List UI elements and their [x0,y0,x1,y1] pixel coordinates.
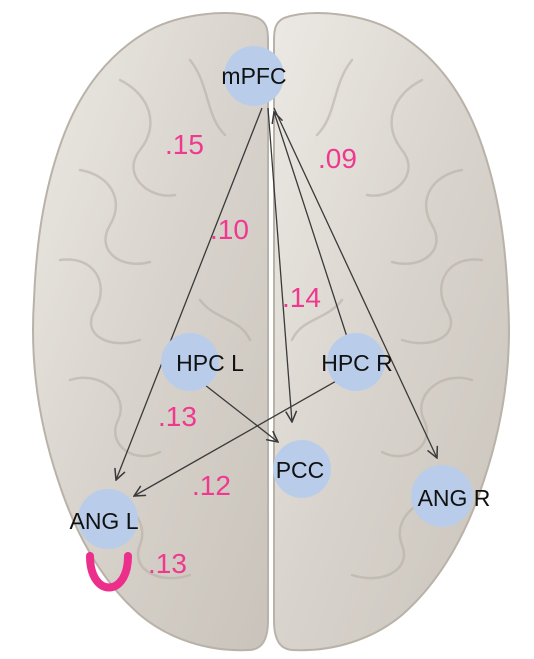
node-mpfc-label: mPFC [221,63,286,89]
weight-hpcr-to-angl: .12 [192,470,231,501]
weight-hpcl-to-pcc: .13 [158,401,197,432]
weight-hpcr-to-mpfc: .14 [282,282,321,313]
brain-background-icon [33,13,509,650]
weight-mpfc-to-pcc: .10 [210,214,249,245]
weight-mpfc-to-angr: .09 [318,143,357,174]
node-pcc: PCC [273,440,331,498]
weight-angl-self: .13 [148,548,187,579]
weight-mpfc-to-angl: .15 [165,129,204,160]
right-hemisphere [274,13,509,650]
node-pcc-label: PCC [276,457,325,483]
node-ang-l-label: ANG L [69,508,138,534]
node-hpc-r-label: HPC R [321,350,393,376]
node-hpc-l-label: HPC L [176,350,244,376]
node-ang-r-label: ANG R [418,485,491,511]
